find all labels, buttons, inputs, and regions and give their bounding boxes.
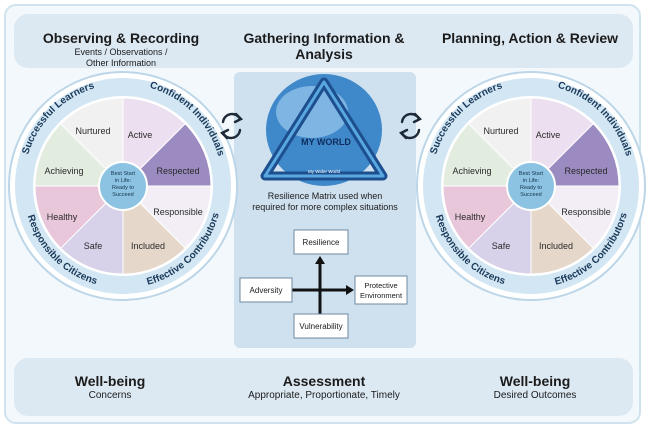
hub-right-line4: Succeed	[520, 192, 541, 198]
hub-left-line1: Best Start	[111, 171, 136, 177]
header-observing: Observing & Recording Events / Observati…	[26, 30, 216, 68]
segment-safe-left	[60, 184, 124, 275]
hub-left-line2: in Life:	[115, 178, 132, 184]
label-included-left: Included	[131, 241, 165, 251]
footer-center-title: Assessment	[282, 373, 366, 389]
header-observing-sub2: Other Information	[85, 58, 157, 68]
matrix-arrow-right-icon	[346, 285, 354, 295]
footer-left-title: Well-being	[74, 373, 146, 389]
cycle-arrows-left-icon	[219, 112, 244, 140]
segment-active-right	[530, 97, 594, 188]
header-planning: Planning, Action & Review	[430, 30, 630, 46]
footer-center-sub: Appropriate, Proportionate, Timely	[248, 390, 400, 401]
label-resilience: Resilience	[303, 238, 340, 247]
cycle-arrows-right-icon	[398, 112, 423, 140]
label-nurtured-left: Nurtured	[75, 126, 110, 136]
label-respected-right: Respected	[564, 166, 607, 176]
header-planning-title: Planning, Action & Review	[441, 30, 619, 46]
segment-achieving-left	[34, 123, 125, 187]
footer-band	[14, 358, 633, 416]
segment-healthy-right	[442, 185, 533, 249]
triangle-inner-stroke	[263, 80, 385, 178]
box-protective-environment	[354, 275, 408, 305]
hub-right	[506, 161, 556, 211]
footer-assessment: Assessment Appropriate, Proportionate, T…	[214, 373, 434, 402]
footer-right-sub: Desired Outcomes	[493, 390, 577, 401]
label-active-right: Active	[536, 130, 561, 140]
label-achieving-right: Achieving	[452, 166, 491, 176]
wheel-right: Best Start in Life: Ready to Succeed Nur…	[416, 71, 646, 301]
segment-safe-right	[468, 184, 532, 275]
label-responsible-right: Responsible	[561, 207, 611, 217]
label-healthy-right: Healthy	[455, 212, 486, 222]
box-vulnerability	[293, 313, 349, 339]
header-observing-title: Observing & Recording	[42, 30, 200, 46]
hub-right-line2: in Life:	[523, 178, 540, 184]
label-healthy-left: Healthy	[47, 212, 78, 222]
header-observing-sub1: Events / Observations /	[74, 47, 168, 57]
segment-responsible-right	[529, 185, 620, 249]
label-safe-right: Safe	[492, 241, 511, 251]
resilience-matrix: Resilience Adversity Protective Environm…	[239, 229, 408, 339]
box-resilience	[293, 229, 349, 255]
footer-wellbeing-concerns: Well-being Concerns	[30, 373, 190, 402]
box-adversity	[239, 277, 293, 303]
header-gathering-title-2: Analysis	[295, 46, 353, 62]
label-included-right: Included	[539, 241, 573, 251]
footer-wellbeing-outcomes: Well-being Desired Outcomes	[455, 373, 615, 402]
my-world-logo: MY WORLD My Wider World	[260, 74, 388, 186]
label-nurtured-right: Nurtured	[483, 126, 518, 136]
header-band	[14, 14, 633, 68]
hub-right-line1: Best Start	[519, 171, 544, 177]
matrix-arrow-up-icon	[315, 256, 325, 264]
label-respected-left: Respected	[156, 166, 199, 176]
label-adversity: Adversity	[250, 286, 283, 295]
hub-left-line3: Ready to	[112, 185, 134, 191]
matrix-caption-1: Resilience Matrix used when	[268, 191, 383, 201]
label-safe-left: Safe	[84, 241, 103, 251]
segment-responsible-left	[121, 185, 212, 249]
matrix-caption-2: required for more complex situations	[252, 202, 398, 212]
segment-included-left	[122, 184, 186, 275]
my-world-label: MY WORLD	[301, 137, 351, 147]
segment-achieving-right	[442, 123, 533, 187]
header-gathering: Gathering Information & Analysis	[224, 30, 424, 62]
segment-included-right	[530, 184, 594, 275]
my-world-sub-label: My Wider World	[308, 169, 340, 174]
label-active-left: Active	[128, 130, 153, 140]
wheel-left: Best Start in Life: Ready to Succeed Nur…	[8, 71, 238, 301]
hub-right-line3: Ready to	[520, 185, 542, 191]
segment-nurtured-right	[468, 97, 532, 188]
hub-left-line4: Succeed	[112, 192, 133, 198]
label-protective-1: Protective	[364, 281, 397, 290]
segment-respected-left	[121, 123, 212, 187]
footer-right-title: Well-being	[499, 373, 571, 389]
segment-respected-right	[529, 123, 620, 187]
segment-nurtured-left	[60, 97, 124, 188]
segment-healthy-left	[34, 185, 125, 249]
segment-active-left	[122, 97, 186, 188]
header-gathering-title-1: Gathering Information &	[243, 30, 405, 46]
label-achieving-left: Achieving	[44, 166, 83, 176]
footer-left-sub: Concerns	[88, 390, 132, 401]
label-vulnerability: Vulnerability	[299, 322, 342, 331]
label-protective-2: Environment	[360, 291, 403, 300]
label-responsible-left: Responsible	[153, 207, 203, 217]
hub-left	[98, 161, 148, 211]
